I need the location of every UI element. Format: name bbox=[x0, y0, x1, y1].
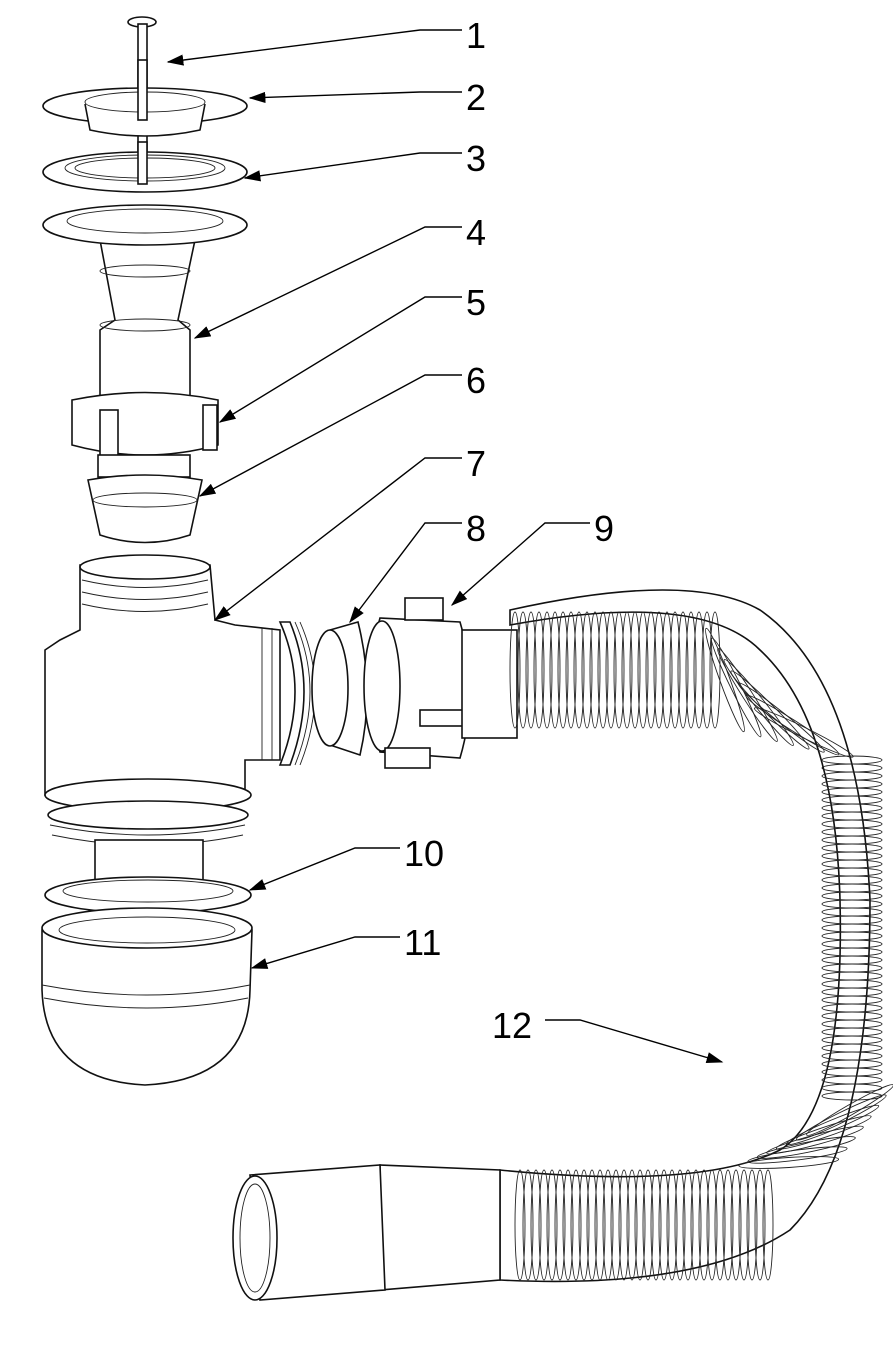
hose-rib bbox=[538, 1169, 550, 1281]
hose-rib bbox=[730, 1169, 742, 1281]
hose-rib bbox=[705, 627, 745, 733]
hose-rib bbox=[738, 1169, 750, 1281]
hose-rib bbox=[645, 611, 657, 729]
hose-rib bbox=[754, 1169, 766, 1281]
hose-rib bbox=[610, 1169, 622, 1281]
hose-rib bbox=[706, 1169, 718, 1281]
hose-rib bbox=[562, 1169, 574, 1281]
callout-12: 12 bbox=[492, 1005, 532, 1046]
hose-rib bbox=[602, 1169, 614, 1281]
part-3-gasket bbox=[42, 141, 248, 193]
hose-rib bbox=[618, 1169, 630, 1281]
hose-rib bbox=[762, 1169, 774, 1281]
hose-rib bbox=[711, 637, 762, 738]
hose-rib bbox=[594, 1169, 606, 1281]
hose-rib bbox=[546, 1169, 558, 1281]
hose-rib bbox=[613, 611, 625, 729]
hose-rib bbox=[785, 1104, 880, 1146]
hose-rib bbox=[709, 611, 721, 729]
hose-rib bbox=[746, 1169, 758, 1281]
hose-rib bbox=[514, 1169, 526, 1281]
part-12-flexible-hose bbox=[232, 589, 893, 1301]
side-thread bbox=[278, 621, 316, 766]
part-7-trap-body bbox=[44, 554, 316, 886]
part-8-cone-washer bbox=[311, 621, 368, 757]
hose-rib bbox=[605, 611, 617, 729]
hose-rib bbox=[745, 694, 840, 756]
callout-11: 11 bbox=[404, 922, 441, 963]
hose-rib bbox=[677, 611, 689, 729]
hose-rib bbox=[806, 1084, 893, 1136]
callout-7: 7 bbox=[466, 443, 486, 484]
hose-rib bbox=[642, 1169, 654, 1281]
part-2-strainer bbox=[42, 59, 248, 137]
hose-rib bbox=[533, 611, 545, 729]
hose-rib bbox=[557, 611, 569, 729]
hose-rib bbox=[693, 611, 705, 729]
hose-rib bbox=[549, 611, 561, 729]
hose-rib bbox=[629, 611, 641, 729]
hose-rib bbox=[589, 611, 601, 729]
hose-rib bbox=[554, 1169, 566, 1281]
hose-rib bbox=[714, 1169, 726, 1281]
hose-rib bbox=[621, 611, 633, 729]
hose-rib bbox=[753, 707, 854, 758]
hose-rib bbox=[738, 1156, 840, 1169]
hose-rib bbox=[650, 1169, 662, 1281]
hose-rib bbox=[626, 1169, 638, 1281]
hose-rib bbox=[530, 1169, 542, 1281]
hose-rib bbox=[682, 1169, 694, 1281]
callout-3: 3 bbox=[466, 138, 486, 179]
callout-8: 8 bbox=[466, 508, 486, 549]
part-11-bottle-cup bbox=[41, 907, 253, 1086]
hose-corrugations bbox=[509, 611, 893, 1281]
callout-1: 1 bbox=[466, 15, 486, 56]
hose-rib bbox=[661, 611, 673, 729]
callout-10: 10 bbox=[404, 833, 444, 874]
hose-rib bbox=[723, 659, 794, 746]
hose-rib bbox=[586, 1169, 598, 1281]
hose-rib bbox=[747, 1146, 848, 1164]
hose-rib bbox=[634, 1169, 646, 1281]
hose-rib bbox=[597, 611, 609, 729]
part-9-union-nut bbox=[363, 597, 518, 769]
hose-rib bbox=[674, 1169, 686, 1281]
hose-rib bbox=[517, 611, 529, 729]
part-4-outlet-pipe bbox=[42, 204, 248, 401]
hose-rib bbox=[701, 611, 713, 729]
hose-rib bbox=[766, 1125, 864, 1155]
part-6-cone-washer bbox=[87, 474, 203, 544]
hose-rib bbox=[509, 611, 521, 729]
hose-rib bbox=[637, 611, 649, 729]
hose-rib bbox=[666, 1169, 678, 1281]
hose-rib bbox=[775, 1115, 872, 1150]
hose-rib bbox=[669, 611, 681, 729]
hose-rib bbox=[690, 1169, 702, 1281]
hose-rib bbox=[578, 1169, 590, 1281]
hose-rib bbox=[525, 611, 537, 729]
leader-lines bbox=[166, 29, 724, 1064]
part-5-nut bbox=[71, 391, 219, 478]
hose-rib bbox=[717, 648, 778, 742]
hose-rib bbox=[541, 611, 553, 729]
callout-4: 4 bbox=[466, 212, 486, 253]
hose-rib bbox=[685, 611, 697, 729]
hose-rib bbox=[722, 1169, 734, 1281]
hose-rib bbox=[570, 1169, 582, 1281]
callout-5: 5 bbox=[466, 282, 486, 323]
callout-6: 6 bbox=[466, 360, 486, 401]
hose-rib bbox=[653, 611, 665, 729]
callout-9: 9 bbox=[594, 508, 614, 549]
hose-rib bbox=[658, 1169, 670, 1281]
hose-rib bbox=[698, 1169, 710, 1281]
callout-2: 2 bbox=[466, 77, 486, 118]
hose-rib bbox=[573, 611, 585, 729]
hose-rib bbox=[795, 1094, 887, 1141]
hose-rib bbox=[581, 611, 593, 729]
hose-rib bbox=[522, 1169, 534, 1281]
hose-rib bbox=[565, 611, 577, 729]
